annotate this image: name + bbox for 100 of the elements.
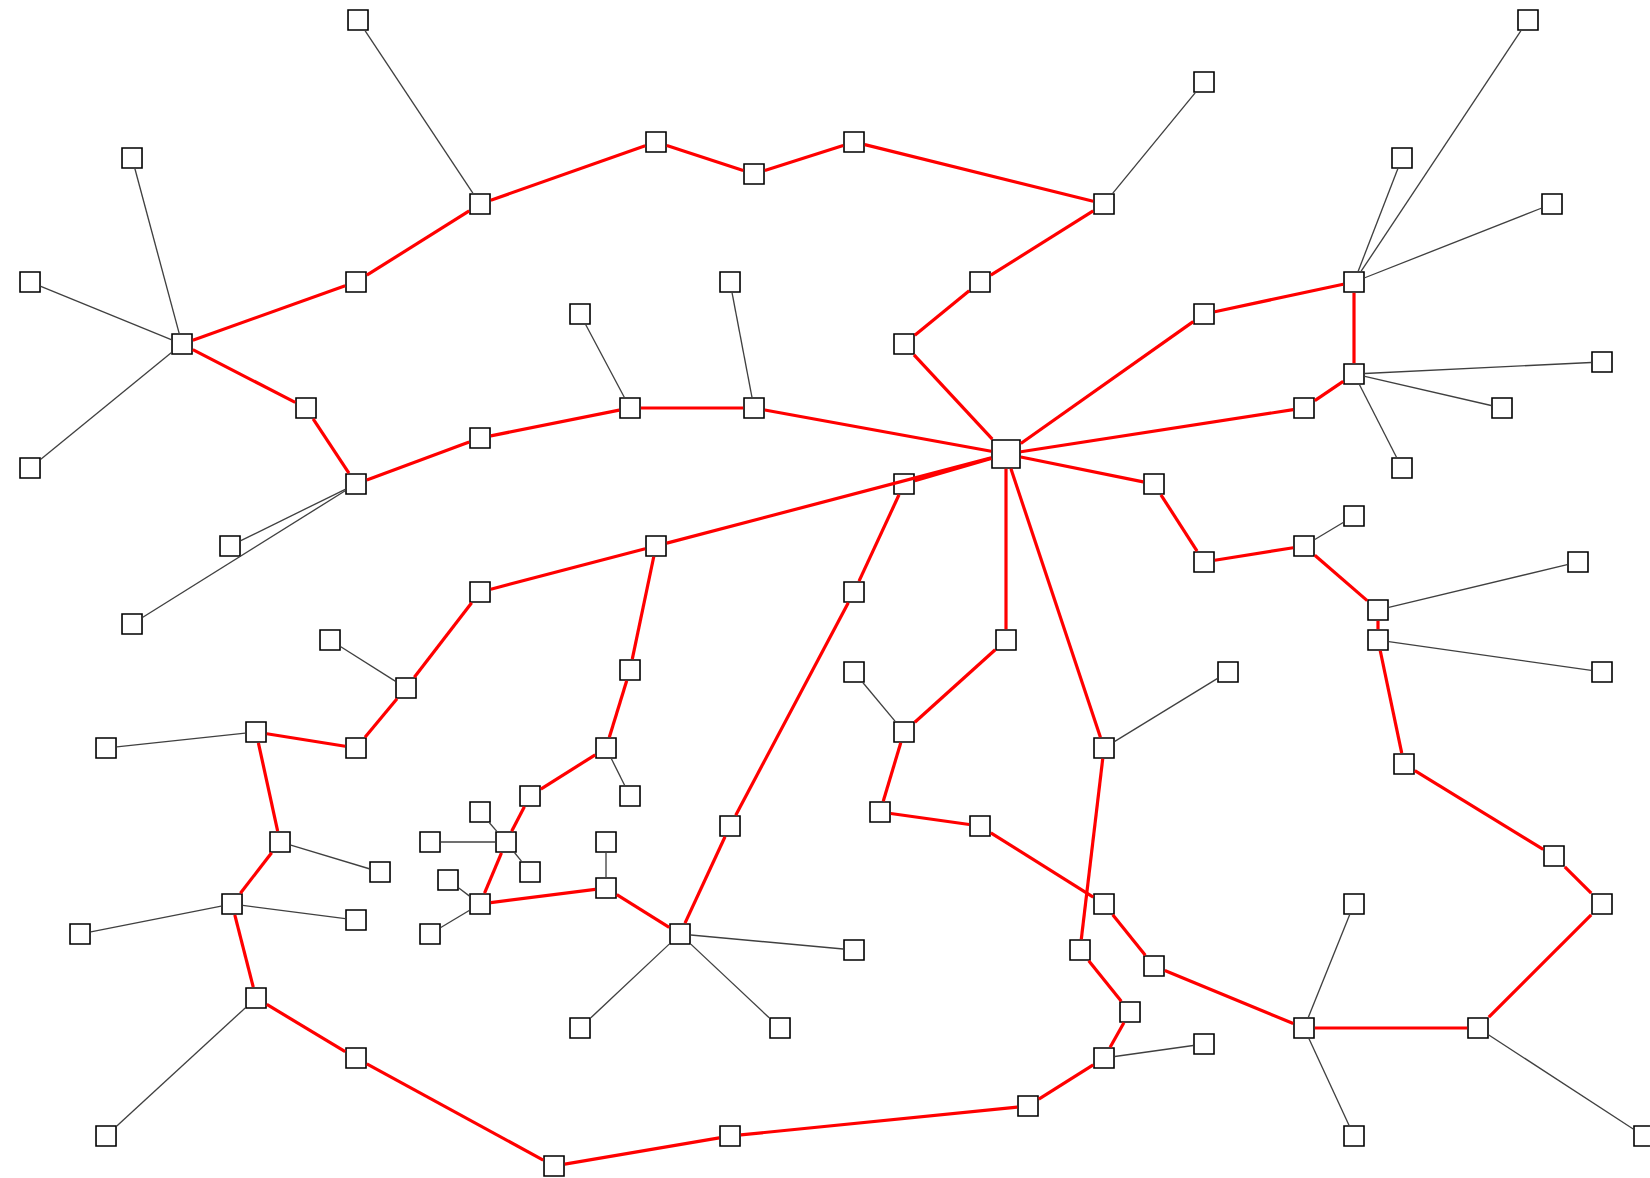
box-node [1467, 1017, 1489, 1039]
connector-line [366, 440, 470, 482]
box-node [495, 831, 517, 853]
connector-line [607, 680, 629, 738]
connector-line [510, 806, 526, 832]
connector-line [1079, 758, 1105, 940]
box-node [469, 581, 491, 603]
box-node [569, 303, 591, 325]
box-node [1193, 303, 1215, 325]
box-node [1393, 753, 1415, 775]
connector-line [881, 742, 903, 802]
connector-line [116, 1007, 246, 1127]
box-node [437, 869, 459, 891]
box-node [1343, 271, 1365, 293]
box-node [1293, 535, 1315, 557]
connector-line [857, 494, 901, 582]
box-node [1343, 1125, 1365, 1147]
box-node [1217, 661, 1239, 683]
box-node [719, 1125, 741, 1147]
box-node [619, 659, 641, 681]
box-node [595, 877, 617, 899]
connector-line [1214, 282, 1344, 314]
connector-line [514, 852, 523, 862]
connector-line [458, 887, 470, 897]
connector-line [40, 352, 172, 460]
box-node [569, 1017, 591, 1039]
box-node [369, 861, 391, 883]
box-node [469, 893, 491, 915]
box-node [1343, 893, 1365, 915]
connector-line [134, 168, 180, 334]
connector-line [1112, 92, 1196, 194]
connector-line [1313, 554, 1369, 602]
box-node [1343, 505, 1365, 527]
connector-line [989, 209, 1095, 277]
box-node [1491, 397, 1513, 419]
box-node [619, 397, 641, 419]
connector-line [266, 1003, 347, 1053]
connector-line [610, 758, 626, 786]
connector-line [1413, 769, 1545, 851]
box-node [221, 893, 243, 915]
box-node [843, 581, 865, 603]
connector-line [366, 1062, 544, 1162]
box-node [769, 1017, 791, 1039]
box-node [869, 801, 891, 823]
connector-line [1307, 914, 1351, 1018]
connector-line [989, 831, 1095, 899]
connector-line [413, 601, 473, 679]
box-node [395, 677, 417, 699]
connector-line [1358, 384, 1398, 458]
connector-line [1159, 493, 1199, 553]
connector-line [440, 909, 470, 929]
connector-line [1314, 1026, 1468, 1030]
connector-line [483, 852, 503, 894]
box-node [519, 785, 541, 807]
connector-line [340, 646, 396, 682]
box-node [645, 131, 667, 153]
connector-line [1020, 455, 1144, 484]
connector-line [1357, 168, 1399, 272]
box-node [345, 737, 367, 759]
connector-line [1376, 620, 1380, 630]
box-node [345, 1047, 367, 1069]
connector-line [490, 547, 646, 591]
connector-line [605, 852, 607, 878]
connector-line [1020, 408, 1294, 454]
box-node [1119, 1001, 1141, 1023]
connector-line [731, 292, 753, 398]
connector-line [764, 408, 992, 453]
connector-line [1037, 1063, 1095, 1101]
box-node [1069, 939, 1091, 961]
box-node [245, 721, 267, 743]
connector-line [913, 289, 971, 337]
box-node [1093, 1047, 1115, 1069]
box-node [347, 9, 369, 31]
connector-line [1563, 865, 1593, 895]
box-node [95, 737, 117, 759]
connector-line [365, 209, 471, 277]
connector-line [914, 456, 992, 483]
connector-line [1004, 468, 1008, 630]
connector-line [1352, 292, 1356, 364]
connector-line [912, 353, 994, 441]
box-node [595, 831, 617, 853]
connector-line [256, 742, 280, 832]
box-node [543, 1155, 565, 1177]
box-node [843, 939, 865, 961]
connector-line [240, 488, 346, 542]
box-node [219, 535, 241, 557]
connector-line [734, 602, 850, 816]
box-node [843, 661, 865, 683]
connector-line [1009, 468, 1102, 738]
box-node [995, 629, 1017, 651]
box-node [1367, 629, 1389, 651]
connector-line [90, 905, 222, 933]
connector-line [490, 144, 646, 202]
connector-line [890, 811, 970, 827]
box-node [121, 147, 143, 169]
box-node [1143, 473, 1165, 495]
connector-line [192, 284, 346, 342]
box-node [1591, 893, 1613, 915]
connector-line [1364, 375, 1492, 407]
box-node [1541, 193, 1563, 215]
